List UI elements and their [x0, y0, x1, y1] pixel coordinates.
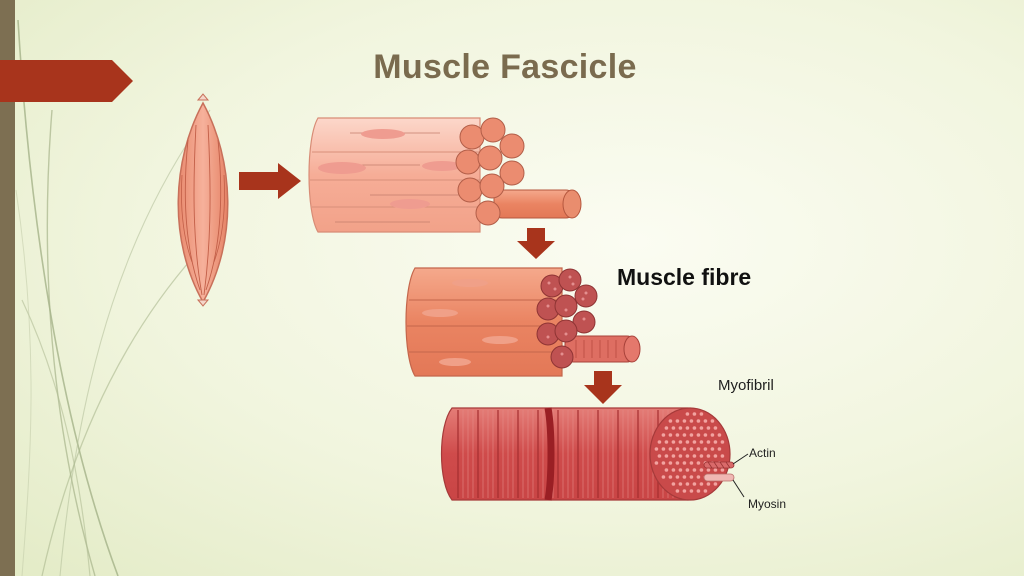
myofibril-striations	[457, 410, 684, 498]
myosin-pointer	[732, 479, 745, 498]
fascicle-illustration	[308, 117, 582, 233]
myofibril-illustration	[440, 407, 749, 501]
grass-curve	[15, 189, 32, 576]
myosin-filament	[703, 473, 735, 482]
arrow-down-icon	[584, 371, 622, 404]
slide-title: Muscle Fascicle	[373, 48, 637, 86]
grass-curve	[46, 109, 96, 576]
muscle-fibre-illustration	[405, 267, 641, 377]
grass-curve	[17, 19, 119, 576]
actin-filament	[703, 461, 735, 469]
grass-curve	[21, 299, 91, 576]
arrow-right-icon	[239, 163, 301, 199]
grass-curve	[41, 254, 196, 576]
myofibril-label: Myofibril	[718, 377, 774, 394]
myofibril-cross-section	[654, 412, 725, 493]
myosin-label: Myosin	[748, 497, 787, 511]
whole-muscle-illustration	[177, 93, 229, 307]
arrow-banner-icon	[0, 60, 133, 102]
sidebar-bar	[0, 0, 15, 576]
arrow-down-icon	[517, 228, 555, 259]
slide-decoration	[0, 0, 211, 576]
grass-curve	[59, 109, 211, 576]
actin-label: Actin	[749, 446, 776, 460]
muscle-fibre-label: Muscle fibre	[617, 264, 752, 290]
actin-pointer	[732, 453, 749, 465]
